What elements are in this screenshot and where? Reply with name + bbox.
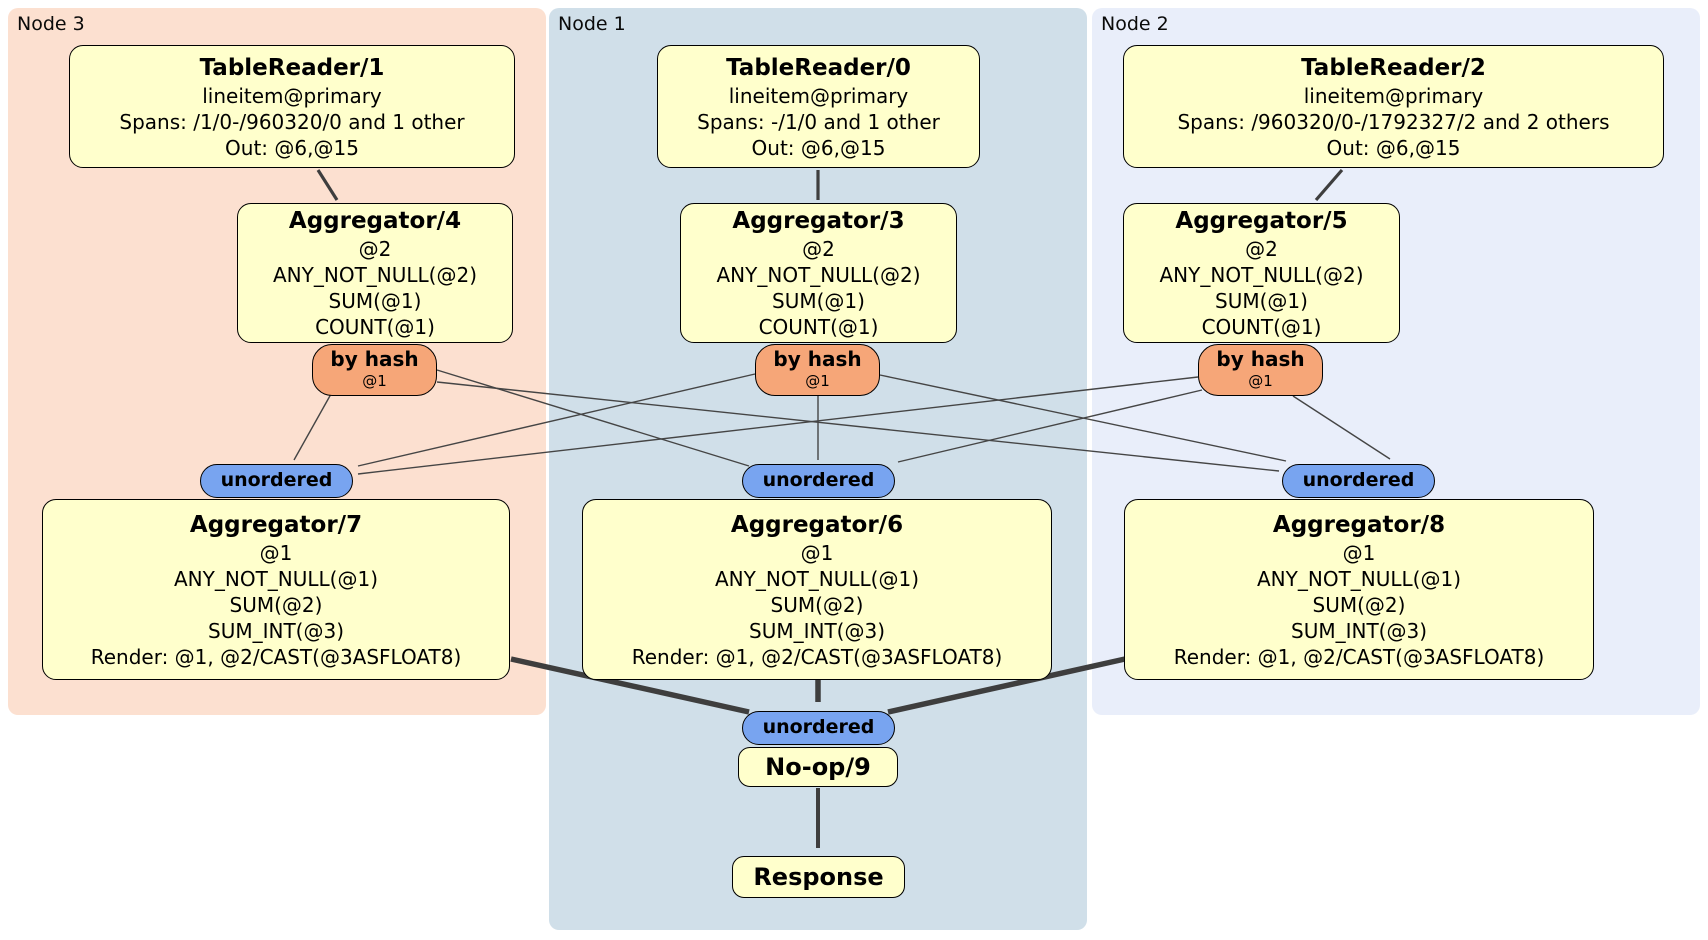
- edge-tr1-agg4: [316, 169, 339, 201]
- edge-byhash4-unordered7: [293, 393, 332, 461]
- unordered-sync-pill: unordered: [1282, 464, 1435, 498]
- aggregator-box: Aggregator/6 @1 ANY_NOT_NULL(@1) SUM(@2)…: [582, 499, 1052, 680]
- router-to-sync-edges: [293, 369, 1391, 475]
- processor-detail: SUM_INT(@3): [749, 618, 885, 643]
- processor-detail: Spans: -/1/0 and 1 other: [697, 109, 940, 134]
- processor-detail: Out: @6,@15: [751, 135, 886, 160]
- processor-detail: COUNT(@1): [1201, 315, 1322, 339]
- hash-router-pill: by hash @1: [755, 344, 880, 396]
- processor-detail: ANY_NOT_NULL(@2): [716, 263, 921, 287]
- processor-detail: Spans: /960320/0-/1792327/2 and 2 others: [1177, 109, 1610, 134]
- node-region-label: Node 2: [1101, 13, 1169, 35]
- noop-box: No-op/9: [738, 747, 898, 787]
- node-region-label: Node 3: [17, 13, 85, 35]
- processor-detail: Out: @6,@15: [1326, 135, 1461, 160]
- processor-detail: ANY_NOT_NULL(@2): [1159, 263, 1364, 287]
- response-box: Response: [732, 856, 905, 898]
- processor-detail: Spans: /1/0-/960320/0 and 1 other: [119, 109, 465, 134]
- processor-title: Aggregator/4: [288, 208, 462, 234]
- router-label: by hash: [1216, 347, 1305, 371]
- processor-title: TableReader/1: [199, 54, 385, 81]
- node-region-label: Node 1: [558, 13, 626, 35]
- processor-detail: @1: [800, 540, 834, 565]
- processor-detail: Out: @6,@15: [225, 135, 359, 160]
- edge-byhash5-unordered7: [357, 376, 1199, 475]
- router-detail: @1: [362, 372, 387, 390]
- processor-title: TableReader/2: [1301, 54, 1486, 81]
- processor-title: No-op/9: [765, 753, 871, 781]
- processor-detail: SUM(@1): [328, 289, 422, 313]
- aggregator-box: Aggregator/4 @2 ANY_NOT_NULL(@2) SUM(@1)…: [237, 203, 513, 343]
- processor-detail: SUM(@2): [770, 592, 864, 617]
- tablereader-box: TableReader/0 lineitem@primary Spans: -/…: [657, 45, 980, 168]
- processor-title: Aggregator/5: [1175, 208, 1348, 234]
- edge-byhash5-unordered8: [1292, 395, 1391, 460]
- aggregator-box: Aggregator/8 @1 ANY_NOT_NULL(@1) SUM(@2)…: [1124, 499, 1594, 680]
- processor-title: Response: [753, 863, 884, 891]
- processor-detail: ANY_NOT_NULL(@1): [715, 566, 919, 591]
- processor-title: Aggregator/8: [1272, 511, 1446, 538]
- edge-byhash4-unordered6: [436, 369, 750, 467]
- aggregator-box: Aggregator/3 @2 ANY_NOT_NULL(@2) SUM(@1)…: [680, 203, 957, 343]
- processor-detail: SUM_INT(@3): [208, 618, 344, 643]
- processor-detail: @1: [1342, 540, 1376, 565]
- processor-title: TableReader/0: [726, 54, 911, 81]
- processor-detail: lineitem@primary: [1303, 83, 1484, 108]
- tablereader-to-aggregator-edges: [316, 168, 1344, 202]
- processor-detail: SUM(@2): [1312, 592, 1406, 617]
- processor-detail: @2: [802, 237, 835, 261]
- processor-detail: lineitem@primary: [728, 83, 909, 108]
- processor-detail: @1: [259, 540, 293, 565]
- processor-detail: @2: [358, 237, 392, 261]
- processor-detail: SUM(@2): [229, 592, 323, 617]
- processor-title: Aggregator/6: [730, 511, 904, 538]
- processor-detail: ANY_NOT_NULL(@1): [174, 566, 378, 591]
- processor-detail: ANY_NOT_NULL(@2): [273, 263, 477, 287]
- router-label: by hash: [330, 347, 419, 371]
- processor-title: Aggregator/7: [189, 511, 363, 538]
- processor-detail: SUM_INT(@3): [1291, 618, 1427, 643]
- hash-router-pill: by hash @1: [312, 344, 437, 396]
- processor-detail: SUM(@1): [772, 289, 865, 313]
- processor-detail: COUNT(@1): [758, 315, 879, 339]
- processor-detail: Render: @1, @2/CAST(@3ASFLOAT8): [1173, 644, 1545, 669]
- edge-byhash4-unordered8: [436, 381, 1280, 472]
- unordered-sync-pill: unordered: [200, 464, 353, 498]
- aggregator-box: Aggregator/7 @1 ANY_NOT_NULL(@1) SUM(@2)…: [42, 499, 510, 680]
- unordered-sync-pill: unordered: [742, 464, 895, 498]
- router-label: by hash: [773, 347, 862, 371]
- processor-detail: ANY_NOT_NULL(@1): [1257, 566, 1461, 591]
- edge-byhash3-unordered7: [357, 373, 756, 467]
- edge-agg8-final-unordered: [887, 656, 1126, 715]
- processor-detail: Render: @1, @2/CAST(@3ASFLOAT8): [631, 644, 1003, 669]
- processor-detail: Render: @1, @2/CAST(@3ASFLOAT8): [90, 644, 462, 669]
- edge-tr2-agg5: [1314, 168, 1344, 202]
- edge-byhash5-unordered6: [897, 389, 1203, 463]
- processor-detail: @2: [1245, 237, 1278, 261]
- aggregator-box: Aggregator/5 @2 ANY_NOT_NULL(@2) SUM(@1)…: [1123, 203, 1400, 343]
- processor-title: Aggregator/3: [732, 208, 905, 234]
- aggregator-to-final-sync-edges: [510, 656, 1126, 715]
- edge-agg7-final-unordered: [510, 656, 750, 715]
- processor-detail: lineitem@primary: [202, 83, 382, 108]
- processor-detail: COUNT(@1): [315, 315, 435, 339]
- tablereader-box: TableReader/1 lineitem@primary Spans: /1…: [69, 45, 515, 168]
- router-detail: @1: [805, 372, 830, 390]
- final-unordered-sync-pill: unordered: [742, 711, 895, 745]
- processor-detail: SUM(@1): [1215, 289, 1308, 313]
- router-detail: @1: [1248, 372, 1273, 390]
- hash-router-pill: by hash @1: [1198, 344, 1323, 396]
- tablereader-box: TableReader/2 lineitem@primary Spans: /9…: [1123, 45, 1664, 168]
